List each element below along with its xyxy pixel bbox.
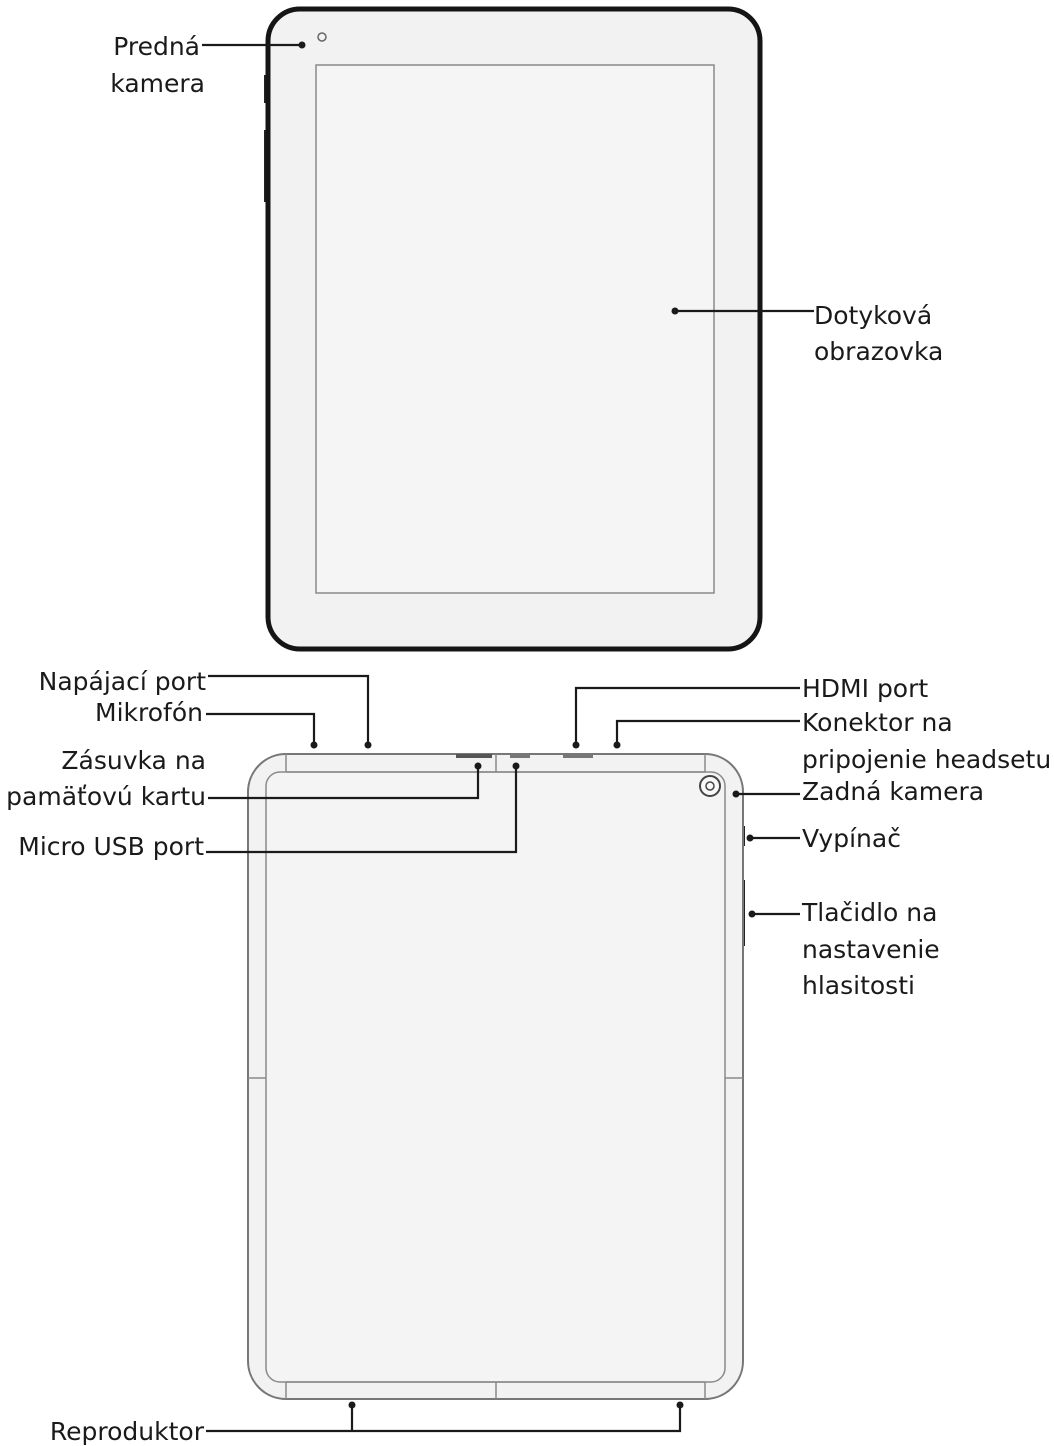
label-memory-card-1: Zásuvka na: [61, 746, 206, 775]
label-front-camera-2: kamera: [110, 69, 205, 98]
label-volume-1: Tlačidlo na: [801, 898, 937, 927]
micro-usb-port-shape: [510, 754, 530, 758]
tablet-back-panel: [265, 771, 726, 1383]
callout-volume-button: Tlačidlo na nastavenie hlasitosti: [748, 898, 940, 1000]
callout-memory-card-slot: Zásuvka na pamäťovú kartu: [6, 746, 482, 811]
label-touchscreen-2: obrazovka: [814, 337, 943, 366]
label-memory-card-2: pamäťovú kartu: [6, 782, 206, 811]
callout-front-camera: Predná kamera: [110, 32, 306, 98]
label-touchscreen-1: Dotyková: [814, 301, 932, 330]
tablet-back-view: [247, 753, 745, 1400]
callout-power-port: Napájací port: [39, 667, 372, 749]
label-rear-camera: Zadná kamera: [802, 777, 984, 806]
label-micro-usb-port: Micro USB port: [18, 832, 204, 861]
callout-rear-camera: Zadná kamera: [732, 777, 984, 806]
callout-micro-usb-port: Micro USB port: [18, 762, 520, 861]
callout-headset-connector: Konektor na pripojenie headsetu: [613, 708, 1051, 774]
touchscreen-display: [315, 64, 715, 594]
rear-camera-inner-icon: [705, 781, 715, 791]
label-front-camera-1: Predná: [113, 32, 200, 61]
label-power-port: Napájací port: [39, 667, 207, 696]
front-camera-lens-icon: [317, 32, 327, 42]
label-volume-2: nastavenie: [802, 935, 940, 964]
hdmi-port-shape: [563, 754, 593, 758]
label-headset-2: pripojenie headsetu: [802, 745, 1051, 774]
label-headset-1: Konektor na: [802, 708, 953, 737]
tablet-front-view: [264, 6, 763, 652]
label-volume-3: hlasitosti: [802, 971, 915, 1000]
callout-hdmi-port: HDMI port: [572, 674, 928, 749]
callout-power-button: Vypínač: [746, 824, 901, 853]
callout-microphone: Mikrofón: [95, 698, 318, 749]
label-power-button: Vypínač: [802, 824, 901, 853]
rear-camera-lens-icon: [699, 775, 721, 797]
label-hdmi-port: HDMI port: [802, 674, 928, 703]
label-speaker: Reproduktor: [50, 1417, 205, 1446]
label-microphone: Mikrofón: [95, 698, 203, 727]
callout-speaker: Reproduktor: [50, 1401, 684, 1446]
callout-touchscreen: Dotyková obrazovka: [671, 301, 943, 366]
memory-card-slot-shape: [456, 754, 492, 758]
